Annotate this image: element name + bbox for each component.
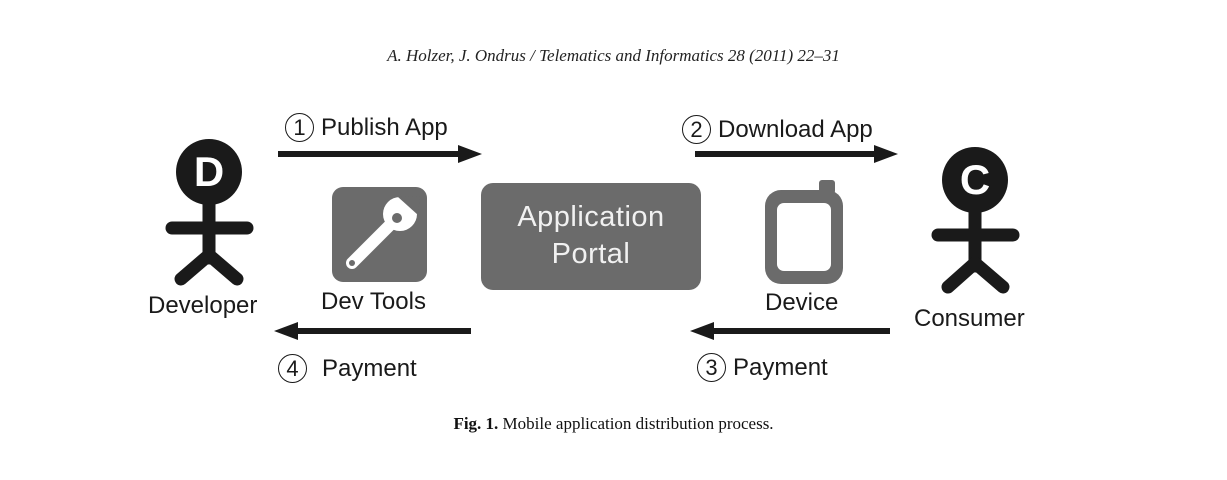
consumer-label: Consumer bbox=[914, 305, 1025, 332]
caption-fig-label: Fig. 1. bbox=[453, 414, 499, 433]
wrench-icon bbox=[332, 187, 427, 282]
running-header: A. Holzer, J. Ondrus / Telematics and In… bbox=[387, 46, 840, 65]
dev-tools-label: Dev Tools bbox=[321, 288, 426, 315]
step-number: 3 bbox=[697, 353, 726, 382]
step-number: 2 bbox=[682, 115, 711, 144]
step-4-payment: 4 Payment bbox=[278, 354, 417, 383]
arrow-publish bbox=[278, 145, 482, 163]
step-number: 1 bbox=[285, 113, 314, 142]
step-3-payment: 3 Payment bbox=[697, 353, 828, 382]
developer-figure bbox=[165, 139, 254, 286]
step-1-publish-app: 1 Publish App bbox=[285, 113, 448, 142]
step-label: Payment bbox=[733, 353, 828, 381]
developer-initial: D bbox=[193, 148, 225, 195]
arrow-payment-to-developer bbox=[274, 322, 471, 340]
device-label: Device bbox=[765, 289, 839, 316]
consumer-initial: C bbox=[959, 156, 991, 203]
application-portal-box bbox=[481, 183, 701, 290]
application-portal-label: Application Portal bbox=[481, 199, 701, 273]
portal-line-2: Portal bbox=[551, 238, 631, 270]
step-label: Publish App bbox=[321, 113, 448, 141]
consumer-figure bbox=[931, 147, 1020, 294]
step-number: 4 bbox=[278, 354, 307, 383]
developer-label: Developer bbox=[148, 292, 258, 319]
step-label: Payment bbox=[322, 354, 417, 382]
figure-caption: Fig. 1. Mobile application distribution … bbox=[0, 414, 1227, 434]
arrow-payment-to-portal bbox=[690, 322, 890, 340]
portal-line-1: Application bbox=[517, 201, 665, 233]
arrow-download bbox=[695, 145, 898, 163]
step-label: Download App bbox=[718, 115, 873, 143]
caption-text: Mobile application distribution process. bbox=[502, 414, 774, 433]
device-icon bbox=[765, 180, 843, 284]
step-2-download-app: 2 Download App bbox=[682, 115, 873, 144]
